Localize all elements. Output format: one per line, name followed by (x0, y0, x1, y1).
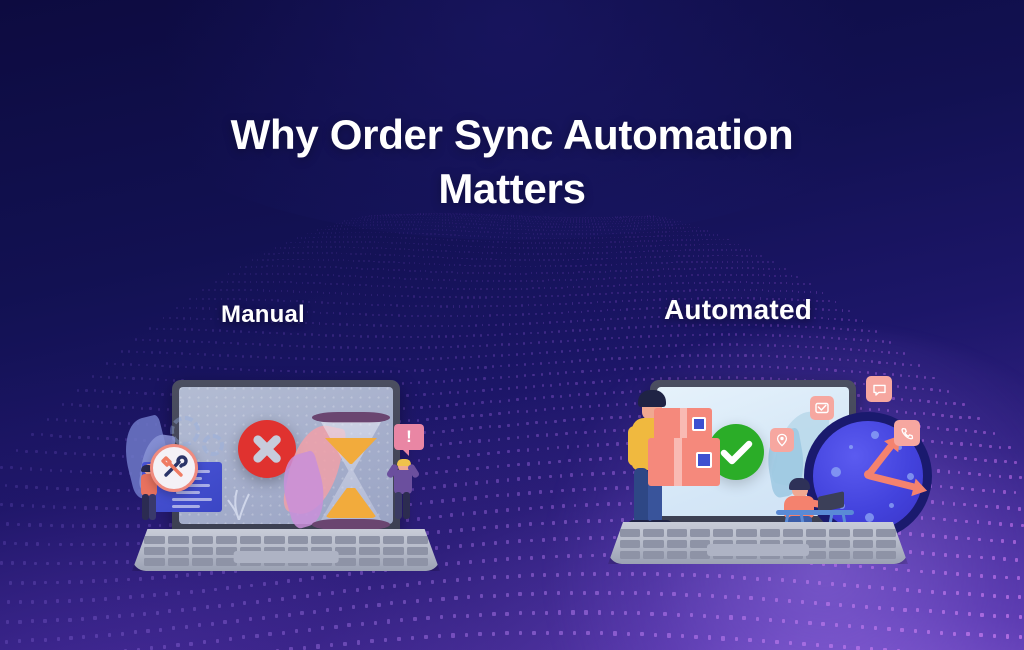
location-pin-icon (770, 428, 794, 452)
column-label-manual: Manual (221, 301, 305, 328)
automated-laptop-base (608, 522, 908, 564)
gear-icon (202, 434, 224, 456)
chat-bubble-icon (866, 376, 892, 402)
page-title: Why Order Sync Automation Matters (230, 111, 794, 212)
frustrated-person (385, 458, 421, 520)
alert-bubble: ! (394, 424, 424, 456)
automated-order-process-illustration (592, 372, 942, 582)
grass-decoration (227, 489, 250, 520)
column-label-automated: Automated (664, 294, 813, 325)
phone-call-icon (894, 420, 920, 446)
automated-trackpad (707, 544, 809, 556)
package-box (648, 438, 720, 486)
manual-trackpad (233, 551, 339, 563)
manual-laptop-base (132, 529, 440, 571)
clock-center-pin (864, 470, 873, 479)
wrench-screwdriver-icon (161, 455, 188, 477)
mail-check-icon (810, 396, 834, 420)
hourglass-icon (312, 412, 390, 530)
gear-icon (170, 416, 200, 446)
maintenance-tools-badge (150, 444, 198, 492)
manual-order-process-illustration: ! (117, 372, 448, 582)
